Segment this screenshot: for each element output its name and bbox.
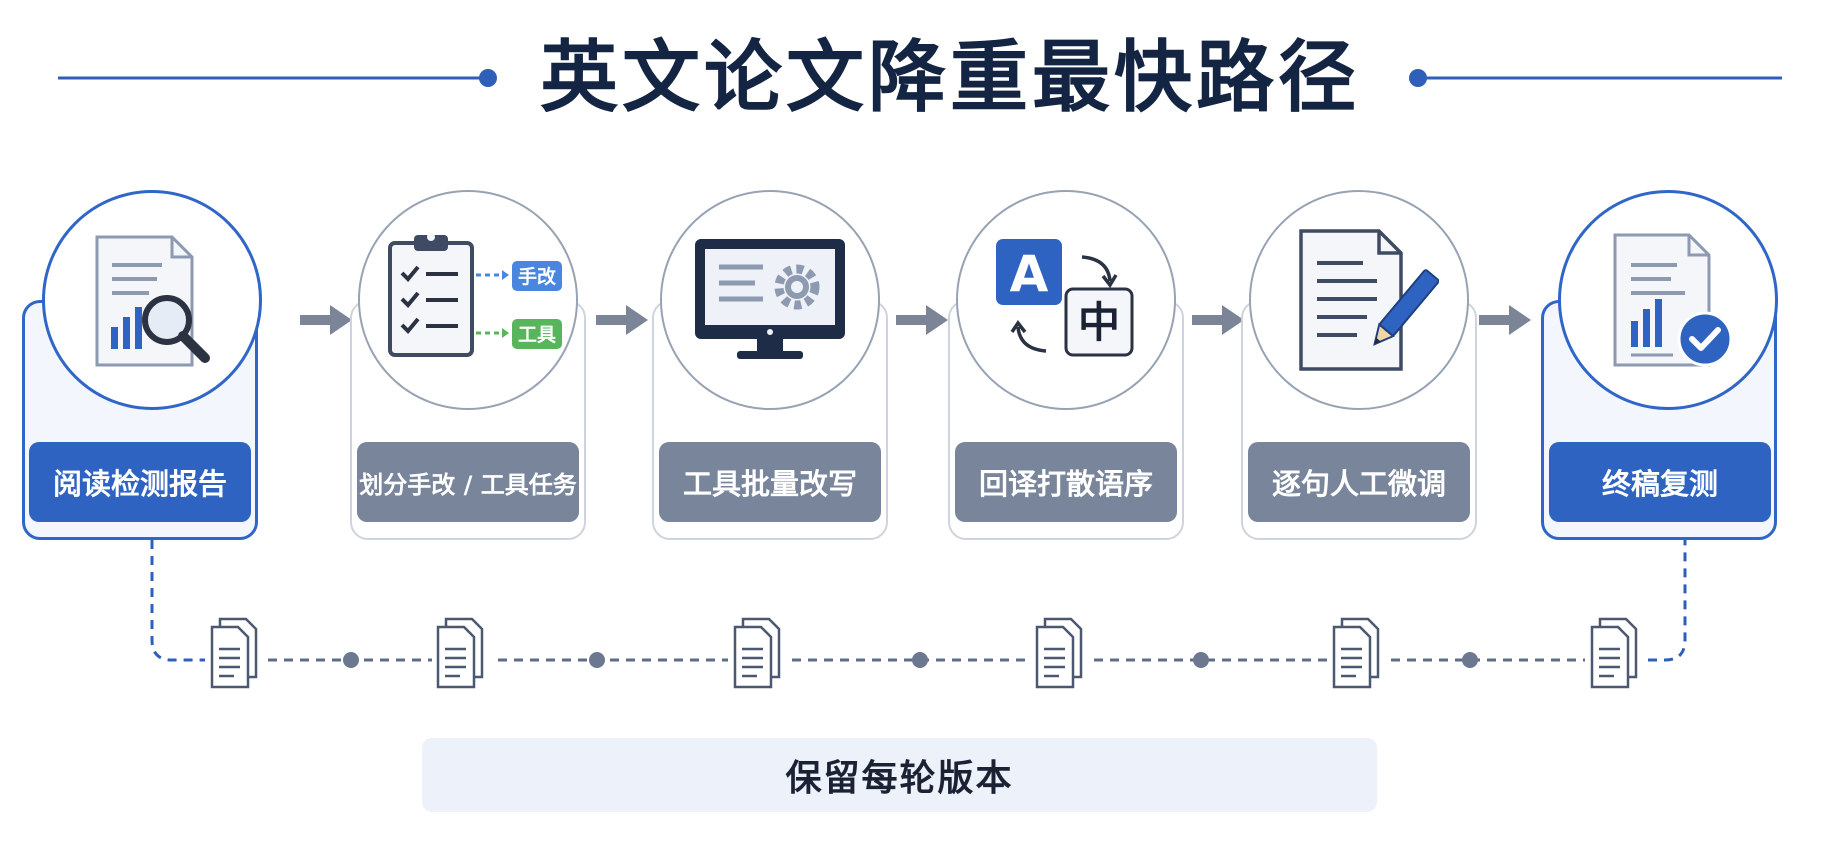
step-label: 终稿复测 xyxy=(1549,442,1771,522)
timeline-dot xyxy=(1462,652,1478,668)
step-icon-circle xyxy=(660,190,880,410)
document-pencil-icon xyxy=(1299,229,1439,371)
step-label: 划分手改 / 工具任务 xyxy=(357,442,579,522)
step-label: 逐句人工微调 xyxy=(1248,442,1470,522)
timeline-dot xyxy=(589,652,605,668)
version-note-panel: 保留每轮版本 xyxy=(422,738,1377,812)
page-title: 英文论文降重最快路径 xyxy=(539,33,1360,123)
latin-glyph: A xyxy=(1010,245,1049,303)
clipboard-checklist-icon: 手改 工具 xyxy=(388,233,562,357)
timeline-dot xyxy=(343,652,359,668)
document-copy-icon xyxy=(436,617,484,689)
step-label: 工具批量改写 xyxy=(659,442,881,522)
arrow-right-icon xyxy=(896,305,948,335)
step-label: 回译打散语序 xyxy=(955,442,1177,522)
document-copy-icon xyxy=(1035,617,1083,689)
document-copy-icon xyxy=(1332,617,1380,689)
title-decoration xyxy=(58,69,1782,87)
arrow-right-icon xyxy=(596,305,648,335)
tag-tool: 工具 xyxy=(518,324,556,346)
translate-icon: A 中 xyxy=(996,239,1134,357)
step-label: 阅读检测报告 xyxy=(29,442,251,522)
report-check-icon xyxy=(1613,233,1733,367)
document-copy-icon xyxy=(210,617,258,689)
timeline-dot xyxy=(1193,652,1209,668)
monitor-gear-icon xyxy=(695,239,845,359)
document-copy-icon xyxy=(733,617,781,689)
arrow-right-icon xyxy=(1192,305,1244,335)
step-icon-circle: 手改 工具 xyxy=(358,190,578,410)
tag-manual: 手改 xyxy=(518,265,557,288)
step-icon-circle xyxy=(42,190,262,410)
step-icon-circle xyxy=(1249,190,1469,410)
report-magnifier-icon xyxy=(95,235,210,367)
step-icon-circle xyxy=(1558,190,1778,410)
arrow-right-icon xyxy=(1479,305,1531,335)
timeline-dot xyxy=(912,652,928,668)
chinese-glyph: 中 xyxy=(1078,298,1120,347)
document-copy-icon xyxy=(1590,617,1638,689)
step-icon-circle: A 中 xyxy=(956,190,1176,410)
arrow-right-icon xyxy=(300,305,352,335)
